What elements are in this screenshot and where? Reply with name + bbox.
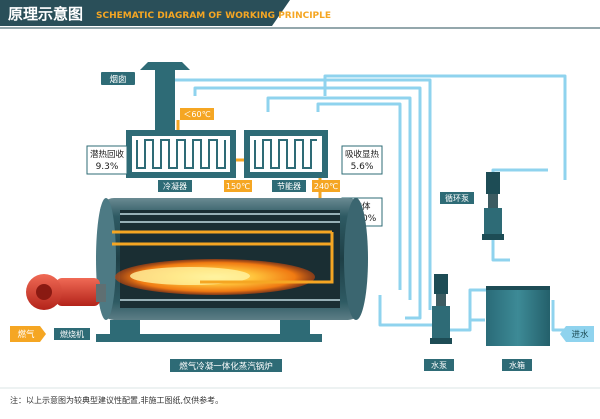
footer-note: 注：以上示意图为较典型建议性配置,非施工图纸,仅供参考。 <box>10 395 223 405</box>
water-tank <box>486 286 550 346</box>
arrow-right-icon <box>10 326 46 342</box>
circulating-pump-label: 循环泵 <box>440 192 474 204</box>
temp-exhaust-text: ＜60℃ <box>183 110 210 119</box>
header-title-cn: 原理示意图 <box>8 5 83 23</box>
circulating-pump-label-text: 循环泵 <box>445 193 469 203</box>
water-tank-label: 水箱 <box>502 359 532 371</box>
water-pump-label-text: 水泵 <box>431 360 447 370</box>
temp-mid-text: 150℃ <box>226 182 250 191</box>
circulating-pump <box>482 172 504 240</box>
water-inlet-text: 进水 <box>571 329 589 340</box>
condenser-label: 冷凝器 <box>158 180 192 192</box>
latent-heat-value: 9.3% <box>96 162 119 172</box>
chimney <box>140 62 190 130</box>
burner-label-text: 燃烧机 <box>60 329 84 339</box>
economizer <box>244 130 328 178</box>
hot-gas-path-inner <box>112 230 334 284</box>
sensible-heat-value: 5.6% <box>351 162 374 172</box>
temp-exhaust-badge: ＜60℃ <box>180 108 214 120</box>
arrow-left-icon <box>560 326 594 342</box>
gas-inlet-text: 燃气 <box>17 329 35 340</box>
latent-heat-box: 潜热回收 9.3% <box>86 145 128 175</box>
economizer-label-text: 节能器 <box>277 181 301 191</box>
temp-hot-badge: 240℃ <box>312 180 340 192</box>
chimney-label: 烟囱 <box>101 72 135 85</box>
boiler-drum <box>96 198 368 320</box>
water-tank-label-text: 水箱 <box>509 360 525 370</box>
chimney-label-text: 烟囱 <box>109 74 126 85</box>
water-pump <box>430 274 452 344</box>
water-inlet-arrow: 进水 <box>560 326 594 342</box>
gas-inlet-arrow: 燃气 <box>10 326 46 342</box>
economizer-label: 节能器 <box>272 180 306 192</box>
temp-hot-text: 240℃ <box>314 182 338 191</box>
header-title-en: SCHEMATIC DIAGRAM OF WORKING PRINCIPLE <box>96 11 331 21</box>
boiler-base <box>96 320 322 342</box>
temp-mid-badge: 150℃ <box>224 180 252 192</box>
burner <box>26 274 106 310</box>
sensible-heat-box: 吸收显热 5.6% <box>341 145 383 175</box>
burner-label: 燃烧机 <box>54 328 90 340</box>
condenser <box>126 130 236 178</box>
sensible-heat-label: 吸收显热 <box>345 149 380 160</box>
latent-heat-label: 潜热回收 <box>90 149 125 160</box>
header-bar: 原理示意图 SCHEMATIC DIAGRAM OF WORKING PRINC… <box>0 0 600 29</box>
boiler-label-text: 燃气冷凝一体化蒸汽锅炉 <box>179 361 273 372</box>
body-heat-label: 本体 <box>353 201 371 212</box>
boiler-label: 燃气冷凝一体化蒸汽锅炉 <box>170 359 282 372</box>
water-pump-label: 水泵 <box>424 359 454 371</box>
condenser-label-text: 冷凝器 <box>163 181 187 191</box>
